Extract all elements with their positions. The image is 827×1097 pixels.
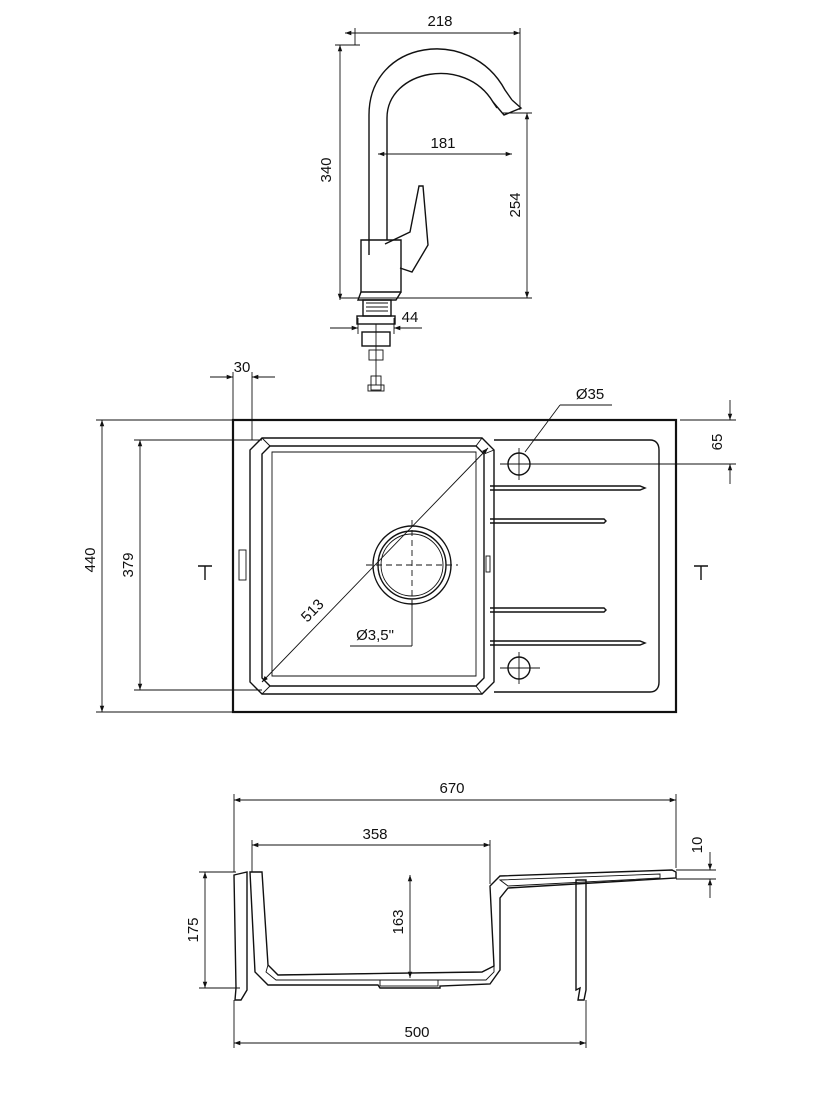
svg-text:379: 379 <box>120 552 137 577</box>
dim-faucet-reach-spout: 181 <box>378 135 512 157</box>
bowl-section <box>249 869 677 989</box>
dim-total-depth: 175 <box>185 871 240 989</box>
dim-edge-offset: 30 <box>210 359 275 440</box>
svg-text:340: 340 <box>318 157 335 182</box>
bowl-outline <box>249 437 495 695</box>
faucet-lever <box>384 185 429 273</box>
svg-text:670: 670 <box>439 780 464 797</box>
drainboard <box>494 439 660 693</box>
dim-bowl-width: 379 <box>120 439 262 691</box>
dim-bowl-diagonal: 513 <box>261 447 489 683</box>
faucet-side-view <box>356 48 523 392</box>
svg-text:Ø35: Ø35 <box>576 386 604 403</box>
svg-text:163: 163 <box>390 909 407 934</box>
dim-cabinet-min: 500 <box>233 1000 587 1048</box>
faucet-body <box>360 239 402 293</box>
dim-tap-hole-diameter: Ø35 <box>524 386 612 453</box>
dim-faucet-base: 44 <box>330 309 422 334</box>
dim-faucet-reach-total: 218 <box>345 13 521 110</box>
dim-sink-width: 440 <box>82 419 233 713</box>
svg-text:30: 30 <box>234 359 251 376</box>
svg-text:65: 65 <box>709 434 726 451</box>
dim-sink-length: 670 <box>233 780 677 872</box>
dim-faucet-spout-height: 254 <box>340 112 532 299</box>
svg-text:181: 181 <box>430 135 455 152</box>
svg-text:44: 44 <box>402 309 419 326</box>
svg-text:10: 10 <box>689 837 706 854</box>
svg-text:513: 513 <box>298 596 328 626</box>
dim-bowl-depth: 163 <box>390 875 413 978</box>
svg-text:175: 175 <box>185 917 202 942</box>
sink-section-view <box>233 869 677 1001</box>
svg-text:440: 440 <box>82 547 99 572</box>
sink-top-view <box>198 418 708 714</box>
svg-text:254: 254 <box>507 192 524 217</box>
faucet-spout <box>368 48 513 255</box>
dim-rim-thickness: 10 <box>676 837 716 898</box>
dim-drain-diameter: Ø3,5" <box>350 600 413 647</box>
svg-text:218: 218 <box>427 13 452 30</box>
dim-faucet-height: 340 <box>318 44 360 300</box>
svg-text:Ø3,5": Ø3,5" <box>356 627 394 644</box>
svg-text:500: 500 <box>404 1024 429 1041</box>
svg-text:358: 358 <box>362 826 387 843</box>
dim-bowl-length: 358 <box>251 826 491 884</box>
dim-tap-hole-offset: 65 <box>680 400 736 484</box>
